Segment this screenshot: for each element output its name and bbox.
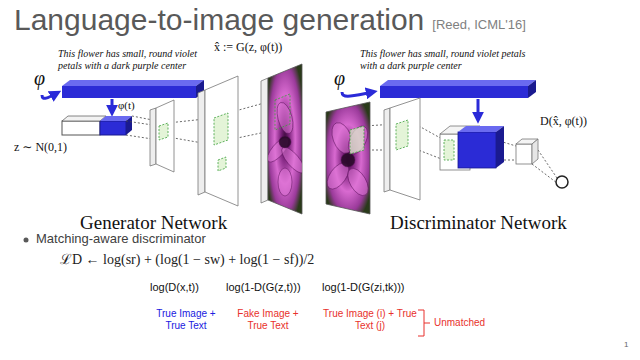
embedding-label: φ(t) xyxy=(118,99,135,112)
embedding-bar xyxy=(62,80,204,98)
caption-text: This flower has small, round violet peta… xyxy=(58,48,218,72)
embedding-bar xyxy=(380,80,536,98)
concat-block xyxy=(458,126,504,168)
citation: [Reed, ICML'16] xyxy=(432,17,526,33)
flower-image xyxy=(326,102,370,214)
filter-patch xyxy=(159,113,228,171)
noise-label: z ∼ N(0,1) xyxy=(14,140,67,154)
generator-output: x̂ := G(z, φ(t)) xyxy=(214,40,282,54)
flower-petals xyxy=(323,120,373,199)
caption-text: This flower has small, round violet peta… xyxy=(360,48,530,72)
bracket-note: Unmatched xyxy=(434,317,485,329)
input-vector xyxy=(62,116,132,135)
loss-term: log(1-D(G(zi,tk))) xyxy=(322,281,405,294)
filter-patch xyxy=(275,94,290,130)
embed-arrow xyxy=(42,93,57,98)
down-arrow xyxy=(111,99,114,112)
flower-image xyxy=(268,64,302,214)
loss-term: log(1-D(G(z,t))) xyxy=(226,281,301,294)
slide-title: Language-to-image generation xyxy=(14,2,424,38)
page-number: 1 xyxy=(624,340,628,350)
pair-note: True Image + True Text xyxy=(146,308,226,332)
bullet xyxy=(24,238,29,243)
bracket xyxy=(418,310,430,336)
output-block xyxy=(516,139,538,164)
pair-note: True Image (i) + True Text (j) xyxy=(322,308,418,332)
flower-petals xyxy=(264,101,308,196)
phi-symbol: φ xyxy=(334,66,345,90)
pair-note: Fake Image + True Text xyxy=(228,308,308,332)
output-node xyxy=(556,176,568,188)
network-name: Discriminator Network xyxy=(390,212,567,235)
filter-patch xyxy=(350,120,454,160)
discriminator-output: D(x̂, φ(t)) xyxy=(540,114,587,128)
bullet-text: Matching-aware discriminator xyxy=(36,231,206,247)
phi-symbol: φ xyxy=(34,66,45,90)
conv-block xyxy=(150,76,268,206)
loss-formula: ℒD ← log(sr) + (log(1 − sw) + log(1 − sf… xyxy=(60,252,314,269)
down-arrow xyxy=(477,99,480,119)
embed-arrow xyxy=(342,92,373,96)
loss-term: log(D(x,t)) xyxy=(150,281,199,294)
